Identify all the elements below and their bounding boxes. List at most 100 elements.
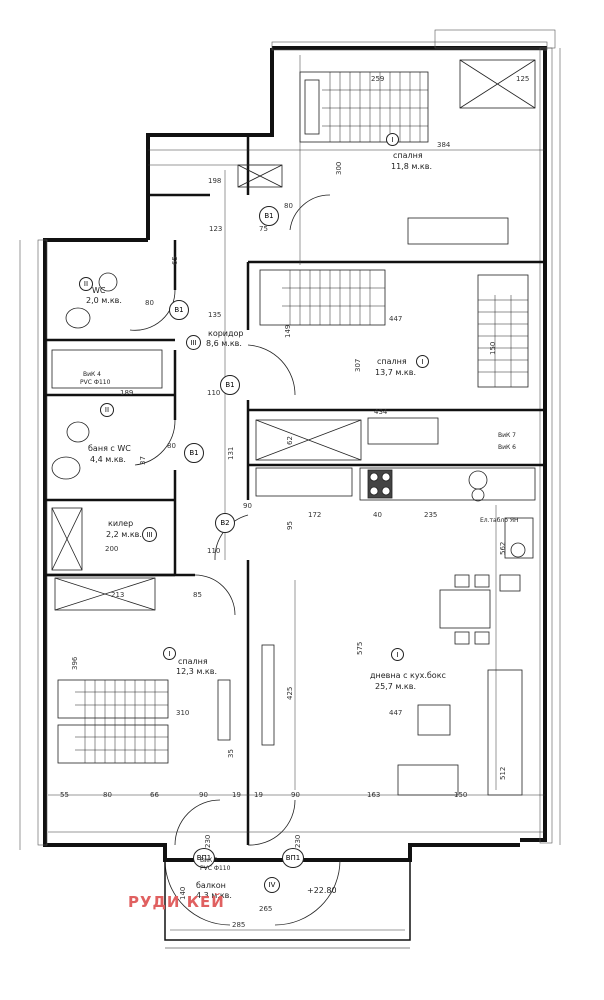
bath-number: II	[100, 403, 114, 417]
dim-110-corridor: 110	[207, 389, 221, 397]
dim-447-bottom: 447	[389, 709, 403, 717]
dim-265: 265	[259, 905, 273, 913]
dim-135: 135	[208, 311, 222, 319]
balcony-number: IV	[264, 877, 280, 893]
pillow-top	[304, 79, 320, 135]
note-pvc-left: PVC Ф110	[80, 379, 111, 386]
coffee-table	[417, 704, 451, 736]
shower-area: 2,2 м.кв.	[106, 530, 142, 539]
dim-235: 235	[424, 511, 438, 519]
dim-37: 37	[139, 456, 147, 465]
toilet-wc	[65, 307, 91, 329]
hatch-left	[37, 239, 48, 846]
balcony	[164, 860, 411, 949]
bedroom-mid-area: 13,7 м.кв.	[375, 368, 417, 377]
note-pvc-balcony: PVC Ф110	[200, 865, 231, 872]
shower-label: килер	[108, 519, 134, 528]
dim-396: 396	[71, 656, 79, 670]
dim-66: 66	[150, 791, 159, 799]
shower-tray	[51, 507, 83, 571]
dim-300: 300	[335, 161, 343, 175]
bath-label: баня с WC	[88, 444, 131, 453]
dim-19-right: 19	[254, 791, 263, 799]
bed-left-a	[57, 679, 169, 719]
bed-left-b	[57, 724, 169, 764]
door-tag-b1-top: B1	[259, 206, 279, 226]
dim-307: 307	[354, 358, 362, 372]
dim-575: 575	[356, 641, 364, 655]
desk-top	[407, 217, 509, 245]
tv-unit-bedroom	[217, 679, 231, 741]
sink	[504, 517, 534, 559]
dim-200: 200	[105, 545, 119, 553]
dim-149: 149	[284, 324, 292, 338]
dim-285: 285	[232, 921, 246, 929]
dim-80-bath-door: 80	[167, 442, 176, 450]
furniture	[51, 59, 536, 796]
bedroom-mid-number: I	[416, 355, 429, 368]
door-tag-b1-wc: B1	[169, 300, 189, 320]
sink-wc	[98, 272, 118, 292]
dim-425: 425	[286, 686, 294, 700]
dim-85: 85	[193, 591, 202, 599]
dim-90-right: 90	[291, 791, 300, 799]
dim-562: 562	[499, 541, 507, 555]
sink-bath	[51, 456, 81, 480]
armchair	[397, 764, 459, 796]
corridor-label: коридор	[208, 329, 244, 338]
bed-mid-a	[259, 269, 386, 326]
dim-189: 189	[120, 389, 134, 397]
dim-434: 434	[374, 408, 388, 416]
dim-150: 150	[454, 791, 468, 799]
note-vik4: ВиК 4	[83, 371, 101, 378]
dim-110-bath: 110	[207, 547, 221, 555]
dim-447-top: 447	[389, 315, 403, 323]
wall-top-left	[146, 48, 274, 240]
door-tag-bp1-left: BП1	[193, 848, 215, 868]
outer-hatching	[37, 29, 556, 846]
bath-area: 4,4 м.кв.	[90, 455, 126, 464]
door-swings	[129, 194, 341, 926]
living-label: дневна с кух.бокс	[370, 671, 446, 680]
wall-bottom	[92, 843, 520, 862]
dim-65: 65	[171, 256, 179, 265]
bedroom-top-number: I	[386, 133, 399, 146]
wc-number: II	[79, 277, 93, 291]
door-tag-b1-bath: B1	[184, 443, 204, 463]
corridor-number: III	[186, 335, 201, 350]
wc-label: WC	[92, 286, 106, 295]
toilet-bath	[66, 421, 90, 443]
dim-35: 35	[227, 749, 235, 758]
hatch-top	[271, 41, 548, 51]
dim-90-b1: 90	[243, 502, 252, 510]
wardrobe-corridor	[255, 467, 353, 497]
door-tag-b1-mid: B1	[220, 375, 240, 395]
dim-512: 512	[499, 766, 507, 780]
dim-384: 384	[437, 141, 451, 149]
interior-walls	[45, 135, 545, 845]
shower-number: III	[142, 527, 157, 542]
bedroom-left-area: 12,3 м.кв.	[176, 667, 218, 676]
wardrobe-mid	[255, 419, 362, 461]
dim-80: 80	[103, 791, 112, 799]
dimension-lines	[19, 48, 561, 931]
living-area: 25,7 м.кв.	[375, 682, 417, 691]
desk-mid	[367, 417, 439, 445]
kitchen-counter	[359, 467, 536, 501]
tv-unit	[261, 644, 275, 746]
living-number: I	[391, 648, 404, 661]
dim-40: 40	[373, 511, 382, 519]
corridor-area: 8,6 м.кв.	[206, 339, 242, 348]
dim-213: 213	[111, 591, 125, 599]
note-vik6: ВиК 6	[498, 444, 516, 451]
dim-259: 259	[371, 75, 385, 83]
dim-123: 123	[209, 225, 223, 233]
wardrobe-bedroom-left	[54, 577, 156, 611]
dim-55: 55	[60, 791, 69, 799]
dim-80-top-door: 80	[284, 202, 293, 210]
dim-310: 310	[176, 709, 190, 717]
dim-62: 62	[286, 436, 294, 445]
bedroom-top-area: 11,8 м.кв.	[391, 162, 433, 171]
dim-163: 163	[367, 791, 381, 799]
